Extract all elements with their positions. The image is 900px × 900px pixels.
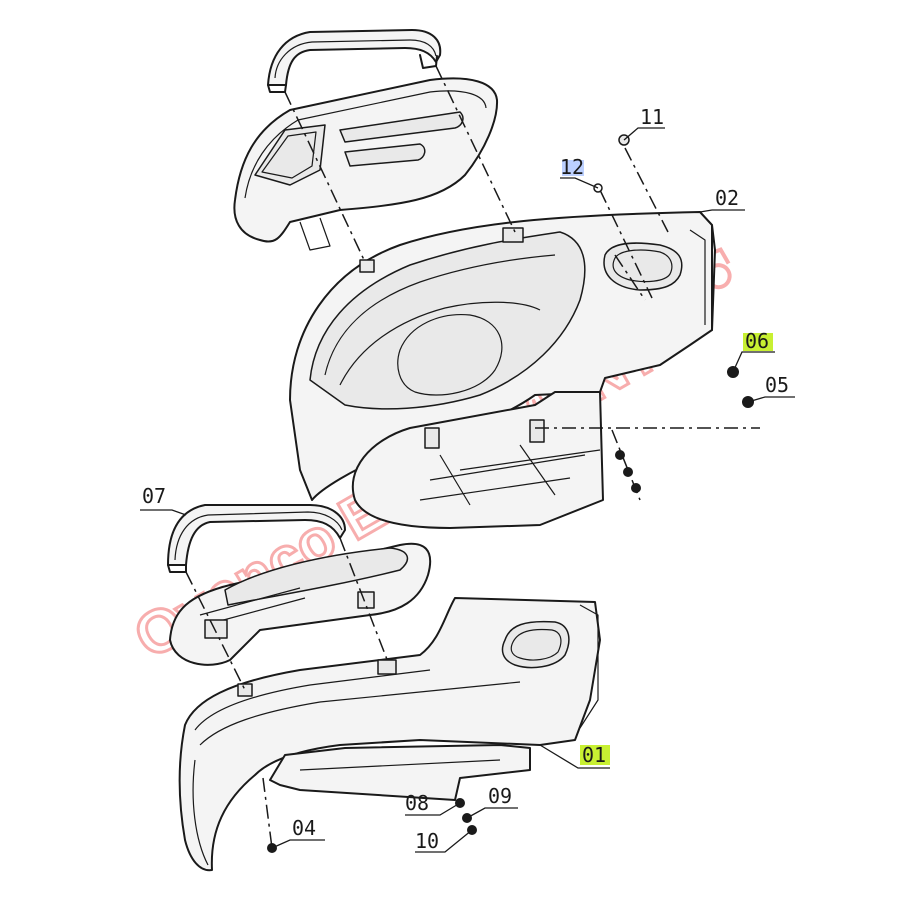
assembly-centerlines xyxy=(185,65,760,849)
callout-12: 12 xyxy=(560,155,584,179)
callout-08: 08 xyxy=(405,791,429,815)
lower-fender-body xyxy=(178,597,601,872)
callout-leaders xyxy=(140,127,795,853)
callout-04: 04 xyxy=(292,816,316,840)
upper-fender-panel xyxy=(233,77,499,251)
washer-icon xyxy=(615,450,625,460)
callout-02: 02 xyxy=(715,186,739,210)
callout-01: 01 xyxy=(582,743,606,767)
upper-mounting-plate xyxy=(351,391,604,529)
callout-06-highlight xyxy=(743,333,773,351)
callout-10: 10 xyxy=(415,829,439,853)
callout-11: 11 xyxy=(640,105,664,129)
lower-mounting-plate xyxy=(269,744,531,801)
callout-05: 05 xyxy=(765,373,789,397)
callout-12-highlight xyxy=(562,160,584,176)
callout-06: 06 xyxy=(745,329,769,353)
callout-01-highlight xyxy=(580,745,610,765)
callout-09: 09 xyxy=(488,784,512,808)
upper-grab-handle xyxy=(267,29,442,93)
callout-07: 07 xyxy=(142,484,166,508)
nut-icon xyxy=(631,483,641,493)
washer-icon-2 xyxy=(623,467,633,477)
callout-labels: 11 12 02 06 05 07 01 04 08 09 10 xyxy=(142,105,789,853)
lower-fender-panel xyxy=(169,542,432,666)
